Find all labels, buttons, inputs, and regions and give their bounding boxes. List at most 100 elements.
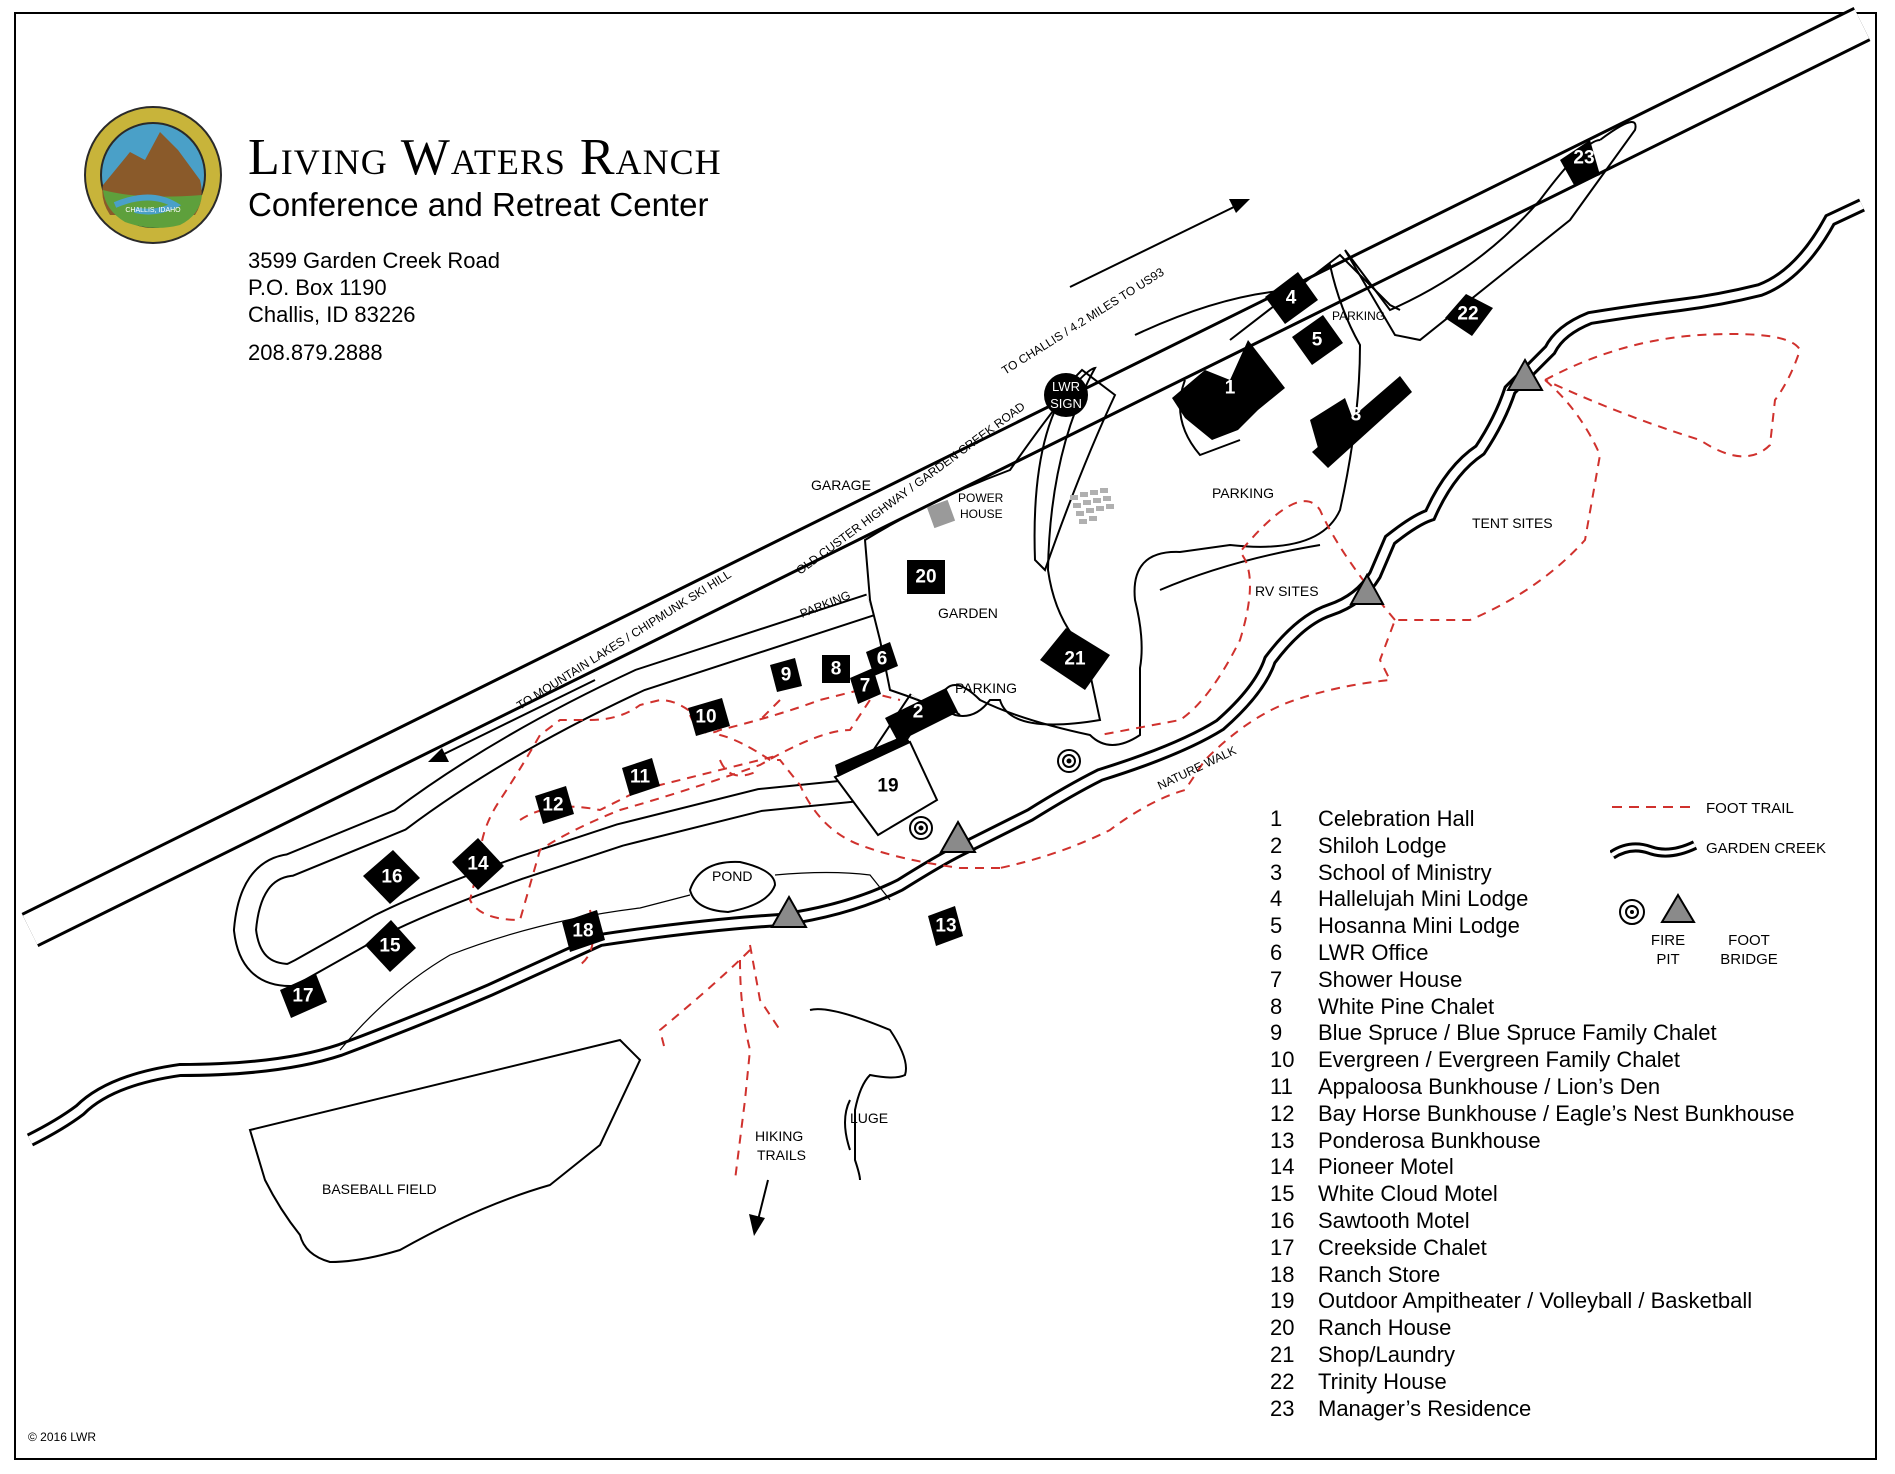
building-23[interactable]: 23 <box>1560 140 1600 185</box>
legend-number: 8 <box>1270 993 1283 1019</box>
legend-number: 1 <box>1270 806 1283 831</box>
legend-number: 21 <box>1270 1341 1295 1367</box>
building-14[interactable]: 14 <box>452 838 504 890</box>
lwr-sign-icon[interactable] <box>1044 373 1088 417</box>
key-foot-trail: FOOT TRAIL <box>1706 800 1794 817</box>
building-12[interactable]: 12 <box>535 786 574 824</box>
label-power-house-1: POWER <box>958 491 1004 505</box>
label-parking-mid: PARKING <box>955 680 1017 696</box>
building-21[interactable]: 21 <box>1040 628 1110 690</box>
svg-text:16: 16 <box>381 867 402 888</box>
svg-text:11: 11 <box>630 767 651 788</box>
svg-text:3: 3 <box>1351 405 1362 426</box>
address-line-2: P.O. Box 1190 <box>248 275 387 300</box>
svg-text:10: 10 <box>695 707 716 728</box>
building-22[interactable]: 22 <box>1445 294 1493 336</box>
hiking-trail-arrow-icon <box>749 1179 769 1236</box>
building-11[interactable]: 11 <box>622 758 660 796</box>
foot-bridge-icon <box>939 819 977 853</box>
building-15[interactable]: 15 <box>365 920 416 972</box>
label-tent-sites: TENT SITES <box>1472 515 1553 531</box>
label-hiking-1: HIKING <box>755 1128 803 1144</box>
phone-number: 208.879.2888 <box>248 340 383 365</box>
label-garden: GARDEN <box>938 605 998 621</box>
svg-text:17: 17 <box>292 986 313 1007</box>
legend-number: 9 <box>1270 1020 1283 1046</box>
building-9[interactable]: 9 <box>770 658 802 692</box>
key-fire-pit-1: FIRE <box>1650 932 1686 949</box>
power-house <box>926 499 956 529</box>
garden-outline <box>863 366 1102 726</box>
building-5[interactable]: 5 <box>1292 315 1343 365</box>
building-17[interactable]: 17 <box>280 974 327 1018</box>
building-10[interactable]: 10 <box>688 698 730 736</box>
legend-number: 15 <box>1270 1181 1295 1207</box>
svg-text:8: 8 <box>831 659 842 680</box>
building-4[interactable]: 4 <box>1265 272 1318 324</box>
page-subtitle: Conference and Retreat Center <box>248 186 709 223</box>
building-19[interactable]: 19 <box>877 776 898 797</box>
legend-name: Hosanna Mini Lodge <box>1318 913 1520 939</box>
svg-text:19: 19 <box>877 776 898 797</box>
legend-number: 16 <box>1270 1207 1295 1233</box>
legend-name: Evergreen / Evergreen Family Chalet <box>1318 1047 1680 1073</box>
legend-name: Ranch Store <box>1318 1261 1441 1287</box>
svg-text:23: 23 <box>1573 148 1594 169</box>
legend-number: 10 <box>1270 1047 1295 1073</box>
legend-number: 2 <box>1270 832 1283 858</box>
luge-track <box>809 1008 907 1181</box>
svg-text:18: 18 <box>572 921 593 942</box>
building-13[interactable]: 13 <box>928 906 963 946</box>
foot-bridge-icon <box>770 894 808 928</box>
legend-name: Hallelujah Mini Lodge <box>1318 886 1529 912</box>
legend-number: 18 <box>1270 1261 1295 1287</box>
tent-pads <box>1070 488 1114 524</box>
legend-name: White Cloud Motel <box>1318 1181 1498 1207</box>
lwr-sign-label-2: SIGN <box>1050 396 1082 411</box>
legend-name: Trinity House <box>1318 1368 1447 1394</box>
foot-bridges <box>770 357 1544 928</box>
building-7[interactable]: 7 <box>850 668 881 704</box>
building-18[interactable]: 18 <box>562 910 605 952</box>
legend-name: Ponderosa Bunkhouse <box>1318 1127 1541 1153</box>
key-fire-pit-2: PIT <box>1656 951 1680 968</box>
building-8[interactable]: 8 <box>822 655 850 683</box>
foot-bridge-icon <box>1349 572 1385 605</box>
arrow-to-lakes-icon <box>428 679 596 762</box>
legend-name: Shiloh Lodge <box>1318 832 1447 858</box>
legend-number: 14 <box>1270 1154 1295 1180</box>
building-1[interactable]: 1 <box>1172 340 1285 440</box>
building-3[interactable]: 3 <box>1310 376 1412 468</box>
building-2[interactable]: 2 <box>885 688 958 742</box>
legend-number: 12 <box>1270 1100 1295 1126</box>
label-pond: POND <box>712 868 752 884</box>
map-frame <box>14 12 1877 1460</box>
ranch-logo: CHALLIS, IDAHO <box>84 106 222 244</box>
buildings: 1 2 3 4 5 6 7 8 <box>280 140 1600 1018</box>
legend-name: Outdoor Ampitheater / Volleyball / Baske… <box>1318 1288 1753 1314</box>
legend-name: LWR Office <box>1318 939 1429 965</box>
upper-road <box>1344 121 1637 342</box>
building-20[interactable]: 20 <box>907 560 945 594</box>
legend-number: 17 <box>1270 1234 1295 1260</box>
building-6[interactable]: 6 <box>866 642 898 676</box>
svg-text:1: 1 <box>1225 378 1236 399</box>
legend-item: 2 Shiloh Lodge <box>1268 833 1795 860</box>
svg-text:12: 12 <box>542 795 563 816</box>
building-16[interactable]: 16 <box>363 850 420 904</box>
legend-number: 23 <box>1270 1395 1295 1421</box>
foot-bridge-icon <box>1506 357 1544 391</box>
highway-fill <box>22 9 1870 945</box>
